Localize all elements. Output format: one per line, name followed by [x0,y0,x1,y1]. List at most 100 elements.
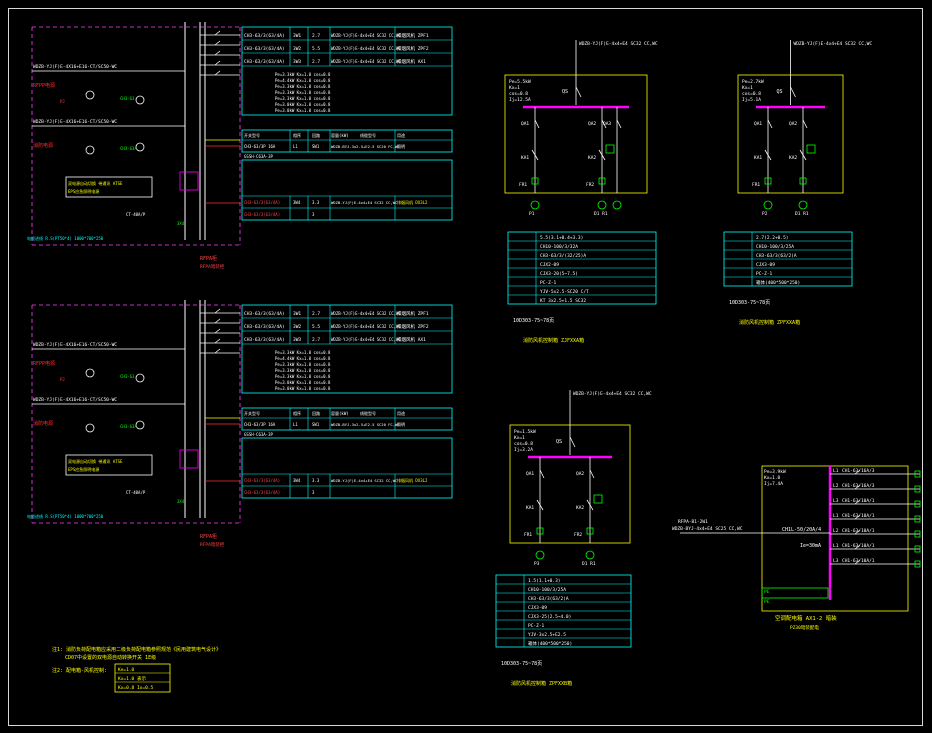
row-phase: 3W4 [293,478,301,483]
row-kw: 2.7 [312,311,320,317]
dist-param: Ij=7.4A [764,481,783,487]
row-phase: 3W3 [293,59,301,65]
terminal [914,545,921,553]
row-breaker: CH3-63/3(63/4A) [244,337,285,343]
qa-tag: QA2 [588,121,596,127]
circuit-blade [854,559,861,565]
param-line: Pe=3.3kW Kx=1.0 cos=0.8 [275,96,331,101]
switch-blade [214,50,221,56]
circuit-blade [854,484,861,490]
legend-box [114,663,171,693]
dist-sub: PZ30暗装配电 [790,624,819,631]
row-load: 照明 [397,144,405,149]
row-kw: 2.7 [312,337,320,343]
atse-label: EPS应急照明电源 [68,188,99,194]
bus-label: 3X4 [177,221,185,226]
circuit-blade [854,544,861,550]
qs-blade [569,436,576,448]
ctrl-param: Kx=1 [509,85,520,91]
meter-tag: PJ [60,377,65,382]
param-line: Pe=3.3kW Kx=1.0 cos=0.8 [275,362,331,367]
enclosure-note: 电缆进线 R.S(PT50*4) 1000*700*250 [27,235,104,241]
circuit-table [241,437,453,499]
spec-value: PC-Z-1 [540,280,557,286]
param-line: Pe=4.4kW Kx=1.0 cos=0.8 [275,356,331,361]
motor-symbol [798,200,808,210]
qs-blade [575,86,582,98]
overload-relay [799,177,807,185]
terminal [914,530,921,538]
row-phase: 3W4 [293,200,301,205]
pe-tag: PE [764,589,770,595]
spec-value: CH3-63/3/(32/25)A [540,253,586,259]
overload-relay [586,527,594,535]
legend-item: Kx=0.8 Ix=0.5 [118,685,154,691]
fr-tag: FR1 [524,532,532,538]
ka-tag: KA2 [789,155,797,161]
panel-label: RFPA柜 [200,255,217,262]
row-cable: WDZB-YJ(F)E-4x4+E4 SC32 CC,WC [331,59,401,64]
ctrl-param: Ij=5.1A [742,97,761,103]
contactor [799,149,807,161]
ct-label: CT-40A/P [126,212,146,217]
spec-value: CJX3-09 [756,262,775,268]
row-kw: 3 [312,212,315,217]
ref-text: 10D303-75~78页 [513,318,554,324]
spec-value: 5.5(3.1+0.4+3.3) [540,235,583,241]
branch-blade [539,469,545,479]
feeder-label: WDZB-YJ(F)E-4x4+E4 SC32 CC,WC [573,391,652,397]
motor-symbol [597,200,607,210]
row-load: 排烟风机 ZPF1 [397,32,429,39]
terminal [914,470,921,478]
row-kw: 5.5 [312,46,320,52]
param-line: Pe=3.3kW Kx=1.0 cos=0.8 [275,72,331,77]
feeder-label: WDZB-YJ(F)E-4x4+E4 SC32 CC,WC [794,41,873,47]
spec-value: CH10-100/3/25A [528,587,566,593]
row-cable: WDZB-YJ(F)E-4x4+E4 SC32 CC,WC [331,324,401,329]
source-label: RFPP电源 [33,82,55,89]
row-breaker: CH3-63/3(63/4A) [244,324,285,330]
feeder-label: WDZB-YJ(F)E-4X16+E16-CT/SC50-WC [33,64,117,70]
spec-value: PC-Z-1 [756,271,773,277]
table-header: 容量(kW) [331,132,349,138]
dist-param: Pe=3.9kW [764,469,786,475]
row-cable: WDZB-BYJ-3x2.5+E2.5 SC20 FC,WC [331,422,400,427]
ct-label: CT-40A/P [126,490,146,495]
row-breaker: CH3-63/3(63/4A) [244,478,280,483]
row-cable: WDZB-YJ(F)E-4x4+E4 SC32 CC,WC [331,33,401,38]
qa-tag: QA1 [754,121,762,127]
rcd-label: Ie=30mA [800,543,821,549]
ctrl-param: cos=0.8 [509,91,528,97]
circuit-breaker: CH1-63/10A/1 [842,558,875,564]
ctrl-param: cos=0.8 [742,91,761,97]
row-breaker: CH3-63/3(63/4A) [244,200,280,205]
ka-tag: KA1 [754,155,762,161]
row-cable: WDZB-YJ(F)E-4x4+E4 SC32 CC,WC [331,46,401,51]
table-header: 开关型号 [244,410,260,416]
note-text: CD07中设置的双电源自动转换开关 1E级 [65,654,156,661]
control-box [179,449,199,469]
row-phase: 3W2 [293,324,301,330]
overload-relay [764,177,772,185]
ctrl-param: Ij=12.5A [509,97,531,103]
ctrl-param: cos=0.8 [514,441,533,447]
row-load: 照明 [397,422,405,427]
feeder-label: WDZB-YJ(F)E-4X16+E16-CT/SC50-WC [33,342,117,348]
spec-value: CJX2-09 [540,262,559,268]
aux-relay [593,494,603,504]
switch-blade [214,308,221,314]
row-kw: 5.5 [312,324,320,330]
panel-sub: RFPA暗装柜 [200,263,225,270]
breaker-tag: CH3-63A [120,424,137,429]
drawing-frame [8,8,923,726]
contactor [764,149,772,161]
legend-item: Kx=1.0 表示 [118,675,146,682]
switch-blade [214,328,221,334]
qa-tag: QA1 [521,121,529,127]
ctrl-param: Kx=1 [742,85,753,91]
row-kw: 3.3 [312,200,320,205]
table-header: 容量(kW) [331,410,349,416]
spec-value: 箱体(400*500*250) [756,279,800,286]
row-load: 排烟风机 ZPF2 [397,323,429,330]
